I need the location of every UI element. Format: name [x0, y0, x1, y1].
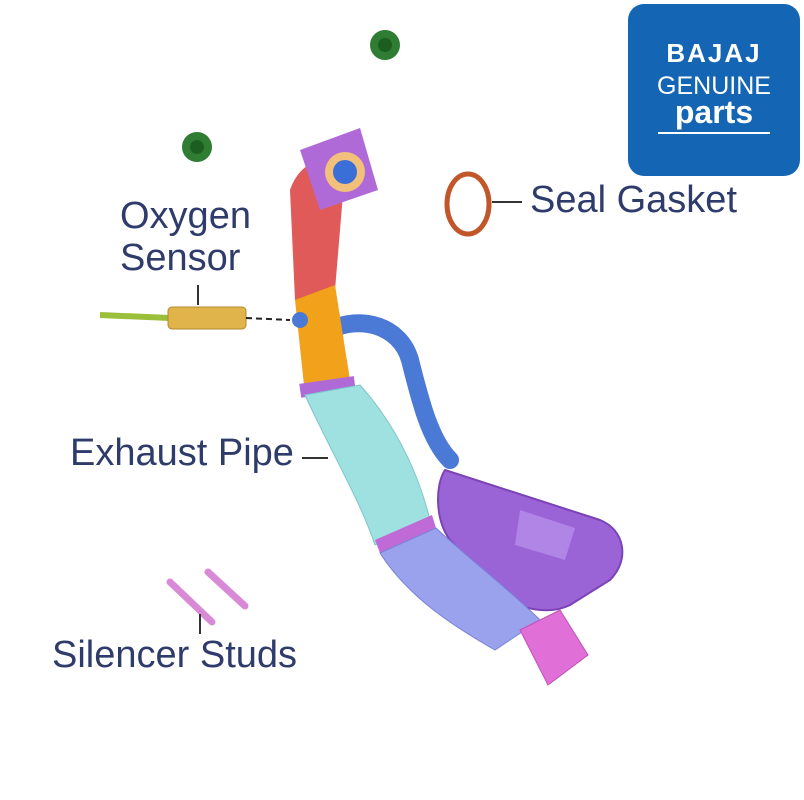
oxygen-sensor-label-line2: Sensor: [120, 236, 241, 279]
seal-gasket-label: Seal Gasket: [530, 179, 737, 221]
oxygen-sensor-icon: [99, 306, 308, 330]
nut-icon: [182, 132, 212, 162]
oxygen-sensor-label-line1: Oxygen: [120, 195, 251, 237]
seal-gasket-icon: [444, 171, 492, 237]
exhaust-pipe-label: Exhaust Pipe: [70, 432, 294, 474]
silencer-studs-icon: [166, 568, 249, 626]
logo-underline: [658, 132, 770, 134]
oxygen-sensor-label: Oxygen Sensor: [120, 195, 251, 280]
logo-line-parts: parts: [674, 94, 754, 130]
bajaj-genuine-parts-logo: BAJAJ GENUINE parts: [628, 4, 800, 176]
nut-icon: [370, 30, 400, 60]
header-flange-icon: [300, 128, 378, 210]
logo-line-brand: BAJAJ: [666, 38, 762, 68]
exhaust-pipe-icon: [290, 159, 589, 686]
logo-line-genuine: GENUINE: [657, 72, 771, 100]
silencer-studs-label: Silencer Studs: [52, 634, 298, 676]
